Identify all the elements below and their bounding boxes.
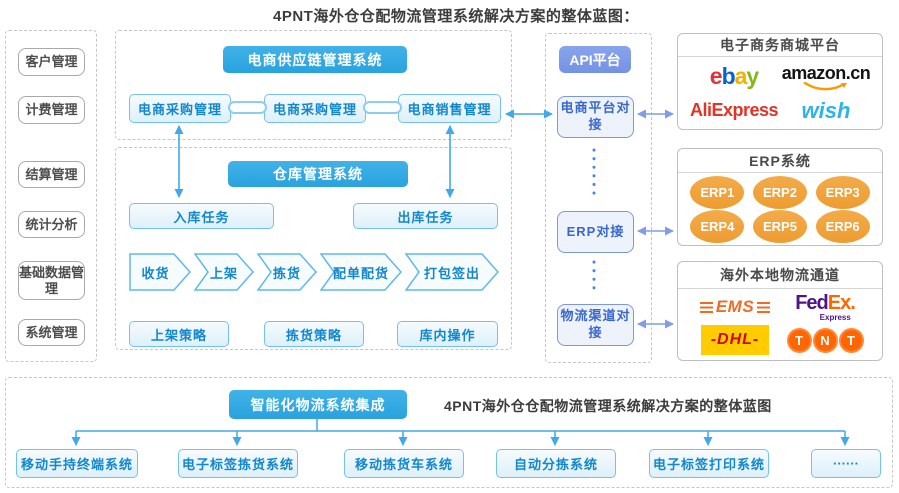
chevron-shape-icon (257, 253, 317, 291)
ebay-letter: y (746, 63, 759, 89)
ebay-letter: b (721, 63, 736, 89)
process-step-allocate: 配单配货 (320, 253, 402, 291)
chevron-shape-icon (194, 253, 254, 291)
process-step-label: 打包签出 (423, 265, 480, 281)
api-node-logistics-channel: 物流渠道对接 (557, 304, 634, 346)
module-ecommerce-purchase-2: 电商采购管理 (264, 94, 366, 123)
api-platform-header: API平台 (559, 46, 631, 73)
erp-items-grid: ERP1 ERP2 ERP3 ERP4 ERP5 ERP6 (678, 173, 882, 245)
sidebar-item-statistics: 统计分析 (18, 211, 85, 238)
system-auto-sorting: 自动分拣系统 (496, 449, 616, 478)
erp-item: ERP5 (752, 209, 807, 243)
bottom-caption: 4PNT海外仓仓配物流管理系统解决方案的整体蓝图 (444, 398, 772, 414)
outbound-task-box: 出库任务 (353, 203, 498, 229)
sidebar-panel: 客户管理 计费管理 结算管理 统计分析 基础数据管理 系统管理 (5, 30, 97, 362)
tnt-letter-circle: T (838, 327, 864, 353)
logistics-logos: EMS FedEx. Express -DHL- T N T (678, 289, 882, 359)
strategy-inwarehouse-ops: 库内操作 (397, 321, 498, 347)
tnt-logo: T N T (786, 327, 864, 353)
process-step-label: 收货 (141, 265, 170, 281)
ebay-letter: a (734, 63, 748, 89)
system-more-ellipsis: ······ (811, 449, 881, 478)
logistics-channels-panel-title: 海外本地物流通道 (678, 262, 882, 289)
system-mobile-handheld: 移动手持终端系统 (16, 449, 138, 478)
dhl-logo: -DHL- (700, 325, 770, 356)
process-step-shelve: 上架 (194, 253, 254, 291)
aliexpress-logo: AliExpress (689, 100, 779, 120)
ecommerce-mall-panel-title: 电子商务商城平台 (678, 34, 882, 57)
amazon-logo: amazon.cn (782, 63, 871, 91)
ems-text: EMS (715, 297, 755, 317)
tnt-letter-circle: N (812, 327, 838, 353)
sidebar-item-system-mgmt: 系统管理 (18, 319, 85, 346)
ecommerce-supply-chain-section: 电商供应链管理系统 电商采购管理 电商采购管理 电商销售管理 (115, 30, 512, 140)
module-ecommerce-sales: 电商销售管理 (398, 94, 501, 123)
inbound-task-box: 入库任务 (129, 203, 274, 229)
erp-systems-panel: ERP系统 ERP1 ERP2 ERP3 ERP4 ERP5 ERP6 (677, 148, 883, 246)
api-platform-section: API平台 电商平台对接 ERP对接 物流渠道对接 (545, 33, 652, 363)
chevron-shape-icon (405, 253, 499, 291)
strategy-picking: 拣货策略 (264, 321, 364, 347)
sidebar-item-settlement-mgmt: 结算管理 (18, 161, 85, 188)
erp-item: ERP6 (815, 209, 870, 243)
warehouse-management-section: 仓库管理系统 入库任务 出库任务 收货 上架 拣货 配单配货 打包签出 上架策略… (115, 147, 512, 350)
ebay-letter: e (709, 63, 723, 89)
amazon-smile-icon (803, 81, 847, 90)
erp-item: ERP4 (690, 209, 745, 243)
api-node-erp: ERP对接 (557, 211, 634, 253)
dhl-text: -DHL- (710, 331, 760, 349)
intelligent-logistics-header: 智能化物流系统集成 (229, 390, 407, 419)
process-step-pick: 拣货 (257, 253, 317, 291)
process-step-label: 配单配货 (332, 265, 389, 281)
fedex-express-text: Express (819, 312, 851, 322)
system-electronic-label-printing: 电子标签打印系统 (649, 449, 769, 478)
fedex-ex-text: Ex (827, 291, 851, 314)
fedex-fed-text: Fed (795, 291, 829, 314)
warehouse-management-header: 仓库管理系统 (228, 161, 408, 187)
chevron-shape-icon (129, 253, 191, 291)
ems-stripes-icon (757, 301, 771, 313)
ecommerce-supply-chain-header: 电商供应链管理系统 (223, 46, 407, 73)
fedex-dot: . (850, 291, 855, 314)
erp-item: ERP1 (690, 175, 745, 209)
ems-stripes-icon (699, 301, 713, 313)
amazon-text: amazon.cn (781, 62, 871, 83)
page-title: 4PNT海外仓仓配物流管理系统解决方案的整体蓝图： (273, 8, 639, 25)
erp-item: ERP2 (752, 175, 807, 209)
process-step-pack-signout: 打包签出 (405, 253, 499, 291)
system-mobile-picking-cart: 移动拣货车系统 (344, 449, 464, 478)
sidebar-item-customer-mgmt: 客户管理 (18, 48, 85, 76)
process-step-label: 上架 (209, 265, 238, 281)
wish-logo: wish (801, 97, 851, 123)
process-step-receive: 收货 (129, 253, 191, 291)
strategy-shelving: 上架策略 (129, 321, 229, 347)
process-step-label: 拣货 (272, 265, 301, 281)
intelligent-logistics-section: 智能化物流系统集成 4PNT海外仓仓配物流管理系统解决方案的整体蓝图 移动手持终… (5, 377, 893, 488)
ems-logo: EMS (699, 297, 771, 317)
erp-item: ERP3 (815, 175, 870, 209)
api-node-ecommerce-platform: 电商平台对接 (557, 96, 634, 138)
erp-systems-panel-title: ERP系统 (678, 149, 882, 173)
sidebar-item-billing-mgmt: 计费管理 (18, 96, 85, 124)
fedex-logo: FedEx. Express (795, 291, 856, 322)
sidebar-item-base-data-mgmt: 基础数据管理 (18, 261, 85, 300)
chevron-shape-icon (320, 253, 402, 291)
system-electronic-label-picking: 电子标签拣货系统 (178, 449, 298, 478)
tnt-letter-circle: T (786, 327, 812, 353)
logistics-channels-panel: 海外本地物流通道 EMS FedEx. Express -DHL- T N T (677, 261, 883, 361)
module-ecommerce-purchase-1: 电商采购管理 (129, 94, 231, 123)
